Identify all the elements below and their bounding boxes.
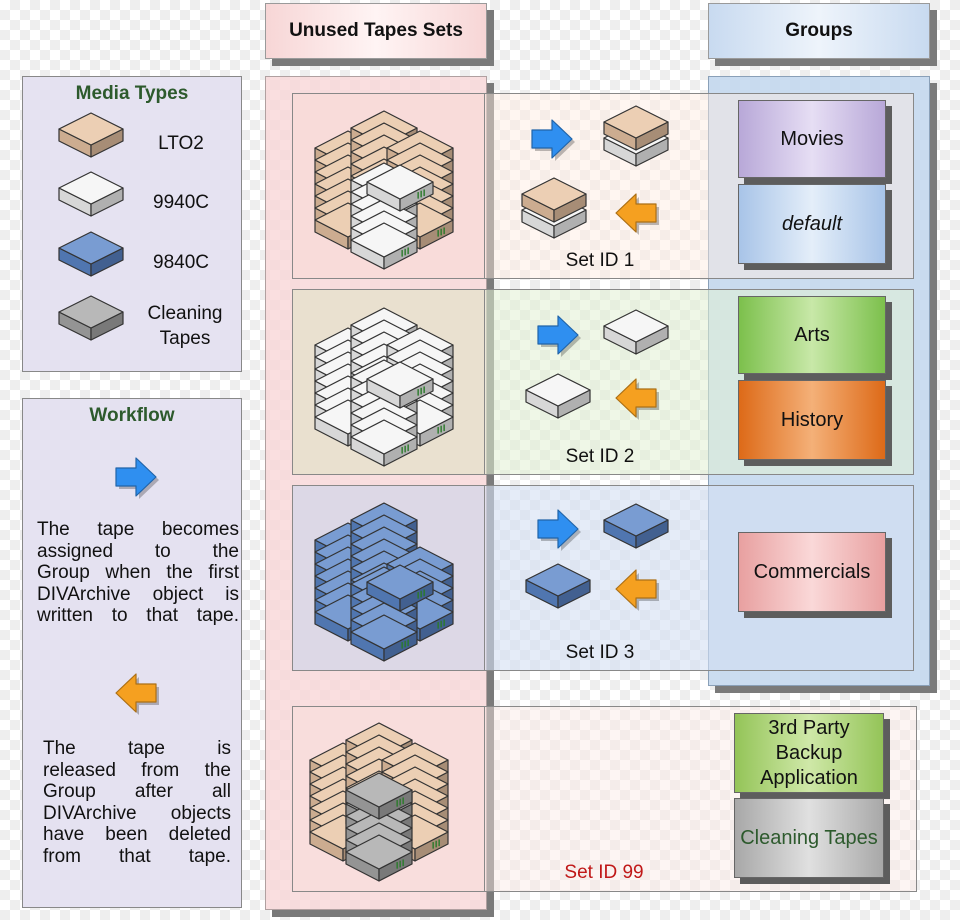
- groups-header: Groups: [708, 3, 930, 59]
- group-cleaning-tapes: Cleaning Tapes: [734, 798, 884, 878]
- set-1-released-tapes-icon: [521, 177, 587, 239]
- tape-block: [350, 222, 418, 270]
- tape-block: [525, 563, 591, 609]
- set-2-assigned-tape-icon: [603, 309, 669, 355]
- media-types-title: Media Types: [75, 83, 189, 104]
- set-99-label: Set ID 99: [564, 862, 644, 883]
- tape-block: [58, 231, 124, 277]
- assign-line-2: assigned to the: [37, 540, 239, 562]
- tape-block: [345, 834, 413, 882]
- 9840c-tape-icon: [58, 231, 124, 277]
- assign-line-5: written to that tape.: [37, 605, 239, 626]
- group-cleaning-tapes-label: Cleaning Tapes: [740, 826, 878, 849]
- tape-block: [521, 177, 587, 223]
- group-3rd-party-backup-label: 3rd Party Backup Application: [760, 716, 858, 789]
- group-arts: Arts: [738, 296, 886, 374]
- set-2-release-arrow-icon: [615, 378, 659, 420]
- 9940c-tape-icon: [58, 171, 124, 217]
- set-1-label: Set ID 1: [565, 250, 635, 271]
- tape-block: [58, 112, 124, 158]
- tape-block: [603, 309, 669, 355]
- set-3-label: Set ID 3: [565, 642, 635, 663]
- tape-block: [603, 503, 669, 549]
- set-1-tape-stack: [314, 110, 454, 270]
- set-1-assign-arrow-icon: [531, 119, 575, 161]
- group-commercials: Commercials: [738, 532, 886, 612]
- tape-block: [603, 105, 669, 151]
- set-2-assign-arrow-icon: [537, 315, 581, 357]
- workflow-assign-text: The tape becomes assigned to the Group w…: [37, 519, 239, 627]
- tape-block: [366, 564, 434, 612]
- workflow-release-arrow-icon: [115, 673, 159, 715]
- media-type-cleaning-label: Cleaning Tapes: [147, 303, 223, 349]
- tape-block: [525, 373, 591, 419]
- set-2-label: Set ID 2: [565, 446, 635, 467]
- set-1-assigned-tapes-icon: [603, 105, 669, 167]
- tape-block: [58, 295, 124, 341]
- media-type-9940c-label: 9940C: [153, 192, 209, 213]
- workflow-assign-arrow-icon: [115, 457, 159, 499]
- tape-block: [345, 772, 413, 820]
- lto2-tape-icon: [58, 112, 124, 158]
- set-2-released-tape-icon: [525, 373, 591, 419]
- release-line-1: The tape is: [43, 738, 231, 759]
- set-3-released-tape-icon: [525, 563, 591, 609]
- cleaning-tape-icon: [58, 295, 124, 341]
- tape-block: [350, 614, 418, 662]
- set-2-tape-stack: [314, 307, 454, 467]
- set-3-tape-stack: [314, 502, 454, 662]
- group-default: default: [738, 184, 886, 264]
- set-99-tape-stack: [309, 722, 449, 882]
- group-3rd-party-backup: 3rd Party Backup Application: [734, 713, 884, 793]
- assign-line-3: Group when the first: [37, 562, 239, 583]
- release-line-5: have been deleted: [43, 824, 231, 845]
- group-history: History: [738, 380, 886, 460]
- set-1-release-arrow-icon: [615, 193, 659, 235]
- workflow-release-text: The tape is released from the Group afte…: [43, 738, 231, 867]
- release-line-6: from that tape.: [43, 845, 231, 867]
- assign-line-4: DIVArchive object is: [37, 583, 239, 605]
- group-movies: Movies: [738, 100, 886, 178]
- release-line-4: DIVArchive objects: [43, 802, 231, 824]
- tape-block: [58, 171, 124, 217]
- media-type-9840c-label: 9840C: [153, 252, 209, 273]
- release-line-2: released from the: [43, 759, 231, 781]
- tape-block: [366, 361, 434, 409]
- media-types-legend: Media Types LTO2 9940C 9840C Cleaning Ta…: [22, 76, 242, 372]
- unused-tapes-sets-header: Unused Tapes Sets: [265, 3, 487, 59]
- set-3-release-arrow-icon: [615, 569, 659, 611]
- set-3-assigned-tape-icon: [603, 503, 669, 549]
- tape-block: [366, 164, 434, 212]
- media-type-lto2-label: LTO2: [158, 133, 204, 154]
- release-line-3: Group after all: [43, 781, 231, 802]
- tape-block: [350, 419, 418, 467]
- set-3-assign-arrow-icon: [537, 509, 581, 551]
- workflow-title: Workflow: [89, 405, 175, 426]
- assign-line-1: The tape becomes: [37, 519, 239, 540]
